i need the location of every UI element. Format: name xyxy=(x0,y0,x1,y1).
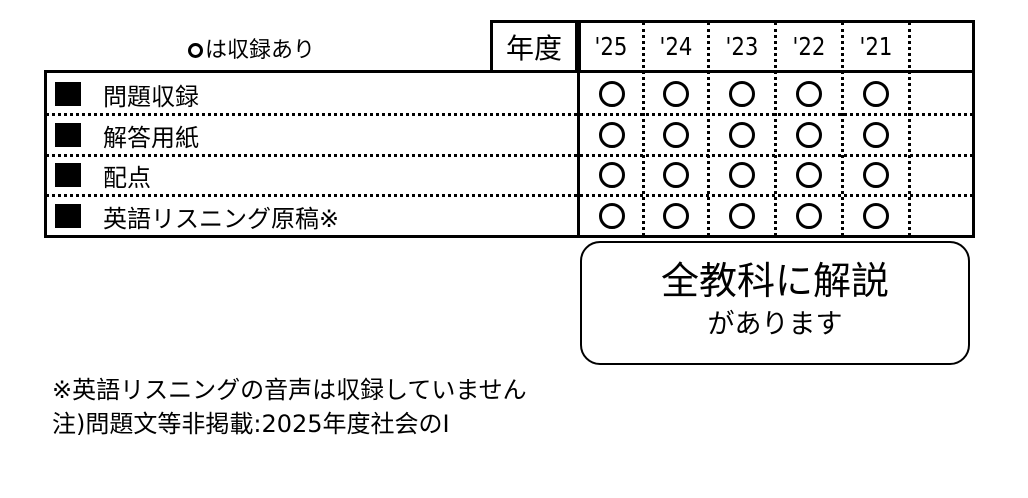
year-header-label-text: 年度 xyxy=(505,31,562,65)
column-divider xyxy=(707,22,710,236)
year-2024: '24 xyxy=(659,31,693,61)
circle-mark-icon xyxy=(796,122,822,148)
label-column-divider xyxy=(577,20,580,238)
note-listening: ※英語リスニングの音声は収録していません xyxy=(52,376,527,404)
circle-mark-icon xyxy=(796,162,822,188)
circle-mark-icon xyxy=(663,203,689,229)
circle-mark-icon xyxy=(729,122,755,148)
callout-subtitle: があります xyxy=(707,309,843,340)
callout-title: 全教科に解説 xyxy=(660,259,889,303)
row-label: 配点 xyxy=(103,163,151,192)
circle-mark-icon xyxy=(863,81,889,107)
circle-mark-icon xyxy=(796,81,822,107)
square-bullet-icon xyxy=(55,82,81,106)
note-omitted: 注)問題文等非掲載:2025年度社会のⅠ xyxy=(52,410,450,438)
year-2022: '22 xyxy=(792,31,826,61)
row-divider xyxy=(46,113,973,116)
circle-mark-icon xyxy=(599,162,625,188)
year-2021: '21 xyxy=(859,31,893,61)
circle-mark-icon xyxy=(663,162,689,188)
commentary-callout: 全教科に解説 があります xyxy=(580,241,970,365)
row-divider xyxy=(46,154,973,157)
circle-mark-icon xyxy=(863,122,889,148)
year-2025: '25 xyxy=(594,31,628,61)
column-divider xyxy=(841,22,844,236)
row-label: 英語リスニング原稿※ xyxy=(103,204,340,233)
row-listening-script: 英語リスニング原稿※ xyxy=(50,196,339,236)
circle-mark-icon xyxy=(663,81,689,107)
square-bullet-icon xyxy=(55,163,81,187)
legend-text: は収録あり xyxy=(205,38,316,63)
square-bullet-icon xyxy=(55,204,81,228)
availability-table xyxy=(44,70,975,238)
circle-mark-icon xyxy=(729,203,755,229)
circle-mark-icon xyxy=(599,81,625,107)
circle-mark-icon xyxy=(796,203,822,229)
column-divider xyxy=(908,22,911,236)
row-divider xyxy=(46,194,973,197)
year-2023: '23 xyxy=(725,31,759,61)
row-questions: 問題収録 xyxy=(50,74,199,114)
column-divider xyxy=(774,22,777,236)
circle-mark-icon xyxy=(729,162,755,188)
circle-mark-icon xyxy=(729,81,755,107)
square-bullet-icon xyxy=(55,123,81,147)
circle-mark-icon xyxy=(863,203,889,229)
circle-mark-icon xyxy=(188,43,203,58)
year-header-label: 年度 xyxy=(490,20,578,73)
circle-mark-icon xyxy=(599,203,625,229)
row-label: 解答用紙 xyxy=(103,123,199,152)
column-divider xyxy=(642,22,645,236)
row-answer-sheet: 解答用紙 xyxy=(50,115,199,155)
circle-mark-icon xyxy=(663,122,689,148)
row-label: 問題収録 xyxy=(103,82,199,111)
row-scoring: 配点 xyxy=(50,155,151,195)
circle-mark-icon xyxy=(863,162,889,188)
circle-mark-icon xyxy=(599,122,625,148)
legend: は収録あり xyxy=(188,32,315,64)
